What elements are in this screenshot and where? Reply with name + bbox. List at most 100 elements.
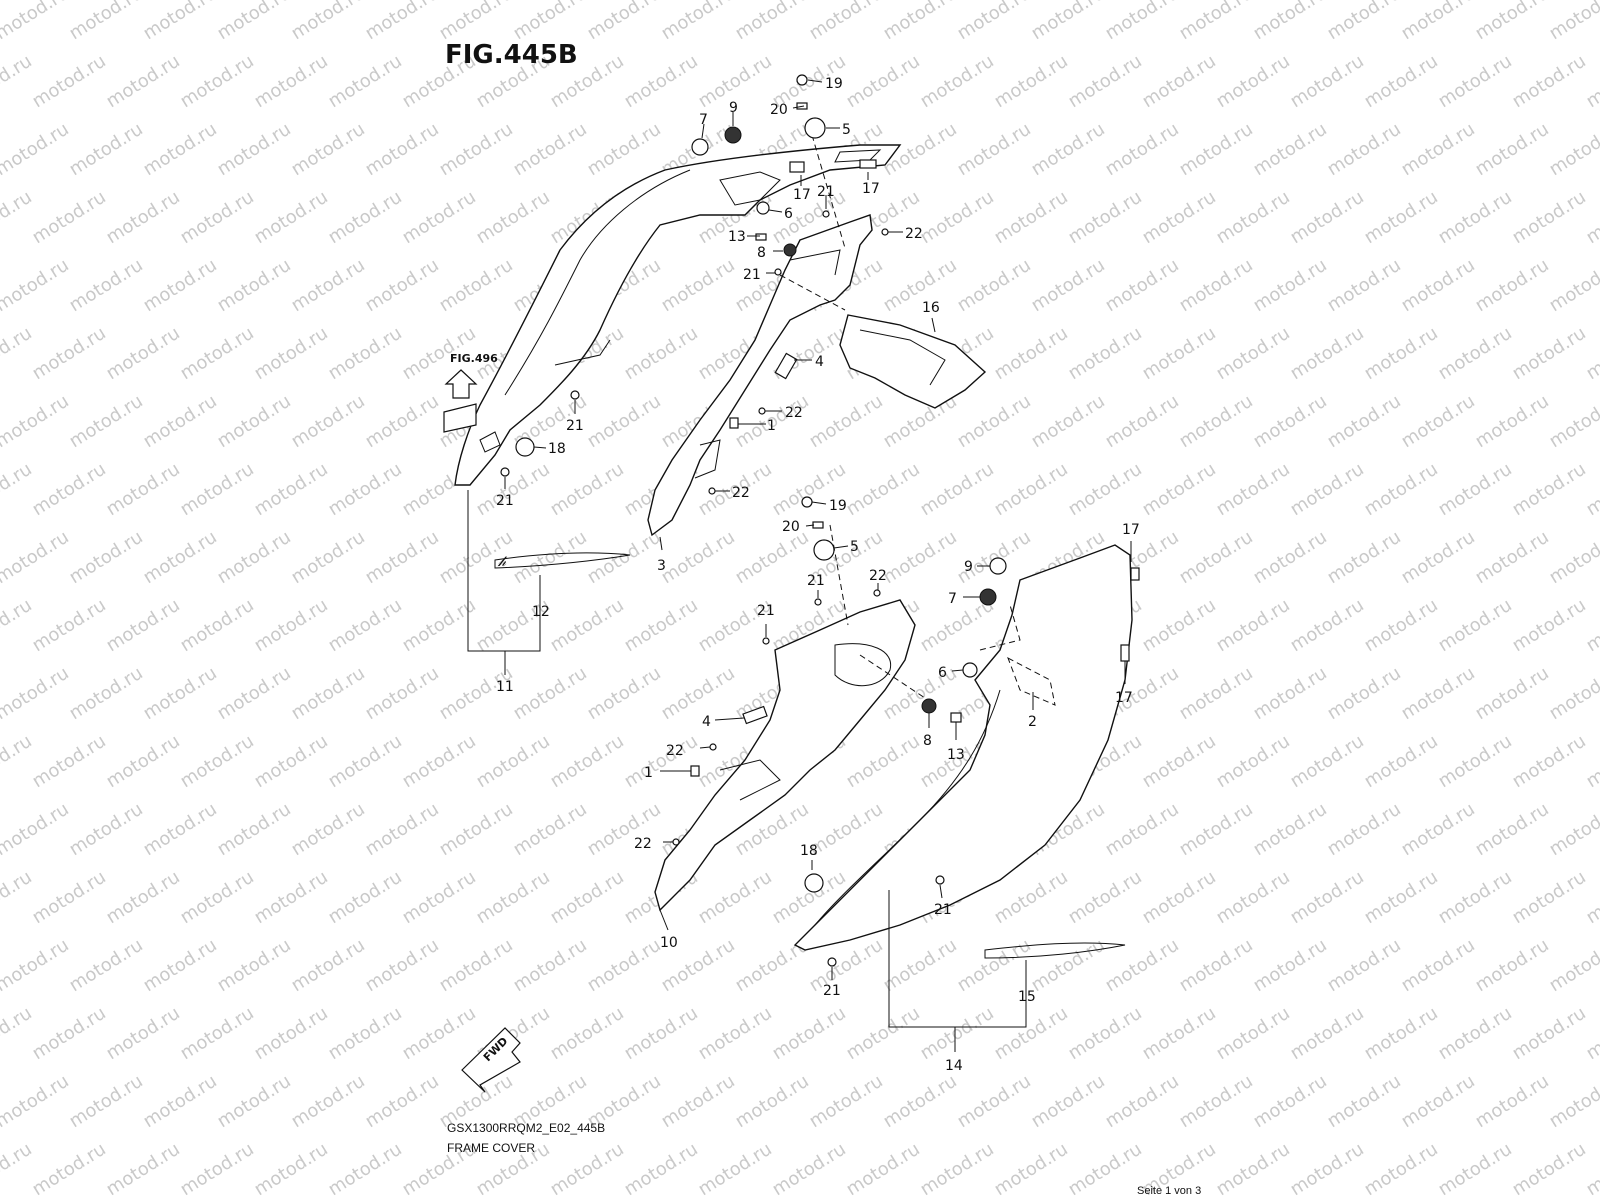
watermark-text: motod.ru [1287, 867, 1368, 929]
callout-5-lower: 5 [850, 539, 859, 555]
emblem-script: 𝒽 [497, 554, 508, 570]
watermark-text: motod.ru [0, 799, 73, 861]
part-1-clip [690, 765, 700, 777]
watermark-text: motod.ru [0, 459, 36, 521]
callout-18-upper: 18 [548, 441, 566, 457]
watermark-text: motod.ru [0, 0, 73, 44]
watermark-text: motod.ru [325, 867, 406, 929]
watermark-text: motod.ru [66, 0, 147, 44]
part-21-clip [822, 210, 830, 218]
reference-fig-496[interactable]: FIG.496 [450, 352, 498, 365]
callout-1-upper: 1 [767, 418, 776, 434]
callout-21-upper-d: 21 [496, 493, 514, 509]
watermark-text: motod.ru [510, 935, 591, 997]
watermark-text: motod.ru [880, 527, 961, 589]
watermark-text: motod.ru [843, 51, 924, 113]
watermark-text: motod.ru [1102, 255, 1183, 317]
part-22-screw [873, 589, 881, 597]
callout-3: 3 [657, 558, 666, 574]
watermark-text: motod.ru [954, 1071, 1035, 1133]
watermark-text: motod.ru [1213, 187, 1294, 249]
watermark-text: motod.ru [1583, 867, 1600, 929]
lower-frame-cover-assembly: FWD [461, 496, 1140, 1093]
watermark-text: motod.ru [843, 1003, 924, 1065]
callout-19-lower: 19 [829, 498, 847, 514]
watermark-text: motod.ru [325, 51, 406, 113]
watermark-text: motod.ru [214, 391, 295, 453]
watermark-text: motod.ru [584, 799, 665, 861]
watermark-text: motod.ru [140, 663, 221, 725]
watermark-text: motod.ru [473, 187, 554, 249]
watermark-text: motod.ru [214, 119, 295, 181]
watermark-text: motod.ru [1250, 527, 1331, 589]
watermark-text: motod.ru [29, 867, 110, 929]
watermark-text: motod.ru [1324, 1071, 1405, 1133]
watermark-text: motod.ru [29, 51, 110, 113]
watermark-text: motod.ru [1472, 799, 1553, 861]
watermark-text: motod.ru [1324, 255, 1405, 317]
watermark-text: motod.ru [1583, 1003, 1600, 1065]
watermark-text: motod.ru [1213, 731, 1294, 793]
reference-arrow-icon [444, 369, 478, 399]
watermark-text: motod.ru [177, 867, 258, 929]
watermark-text: motod.ru [1213, 595, 1294, 657]
callout-17-upper-b: 17 [862, 181, 880, 197]
callout-6-upper: 6 [784, 206, 793, 222]
watermark-text: motod.ru [1472, 119, 1553, 181]
watermark-text: motod.ru [1509, 595, 1590, 657]
watermark-text: motod.ru [1176, 0, 1257, 44]
watermark-text: motod.ru [325, 731, 406, 793]
watermark-text: motod.ru [1213, 1139, 1294, 1200]
part-17-label [1120, 644, 1130, 662]
watermark-text: motod.ru [288, 391, 369, 453]
callout-21-upper-b: 21 [743, 267, 761, 283]
watermark-text: motod.ru [66, 391, 147, 453]
part-5-cap [804, 117, 826, 139]
watermark-text: motod.ru [1065, 187, 1146, 249]
callout-21-upper-c: 21 [566, 418, 584, 434]
part-9-grommet [724, 126, 742, 144]
callout-6-lower: 6 [938, 665, 947, 681]
watermark-text: motod.ru [399, 187, 480, 249]
watermark-text: motod.ru [1546, 527, 1600, 589]
watermark-text: motod.ru [695, 1003, 776, 1065]
leader-lines [504, 79, 1132, 985]
part-21-clip [774, 268, 782, 276]
watermark-text: motod.ru [288, 1071, 369, 1133]
watermark-text: motod.ru [1509, 731, 1590, 793]
watermark-text: motod.ru [1398, 799, 1479, 861]
callout-22-lower-a: 22 [869, 568, 887, 584]
watermark-text: motod.ru [1361, 731, 1442, 793]
watermark-text: motod.ru [954, 0, 1035, 44]
watermark-text: motod.ru [214, 527, 295, 589]
part-21-clip [827, 957, 837, 967]
watermark-text: motod.ru [510, 0, 591, 44]
watermark-text: motod.ru [1065, 323, 1146, 385]
watermark-text: motod.ru [769, 1003, 850, 1065]
watermark-text: motod.ru [1250, 663, 1331, 725]
part-19-screw [801, 496, 813, 508]
watermark-text: motod.ru [510, 527, 591, 589]
watermark-text: motod.ru [1435, 731, 1516, 793]
watermark-text: motod.ru [1102, 1071, 1183, 1133]
watermark-text: motod.ru [732, 0, 813, 44]
watermark-text: motod.ru [103, 731, 184, 793]
watermark-text: motod.ru [880, 0, 961, 44]
part-22-screw [881, 228, 889, 236]
watermark-text: motod.ru [954, 255, 1035, 317]
part-2-label-outline [1007, 656, 1056, 706]
callout-8-upper: 8 [757, 245, 766, 261]
watermark-text: motod.ru [1583, 51, 1600, 113]
watermark-text: motod.ru [1472, 935, 1553, 997]
watermark-text: motod.ru [695, 1139, 776, 1200]
watermark-text: motod.ru [991, 1003, 1072, 1065]
callout-2: 2 [1028, 714, 1037, 730]
watermark-text: motod.ru [1398, 935, 1479, 997]
watermark-text: motod.ru [584, 0, 665, 44]
watermark-text: motod.ru [288, 119, 369, 181]
watermark-text: motod.ru [1213, 323, 1294, 385]
watermark-text: motod.ru [1398, 255, 1479, 317]
watermark-text: motod.ru [1176, 255, 1257, 317]
watermark-text: motod.ru [1398, 527, 1479, 589]
